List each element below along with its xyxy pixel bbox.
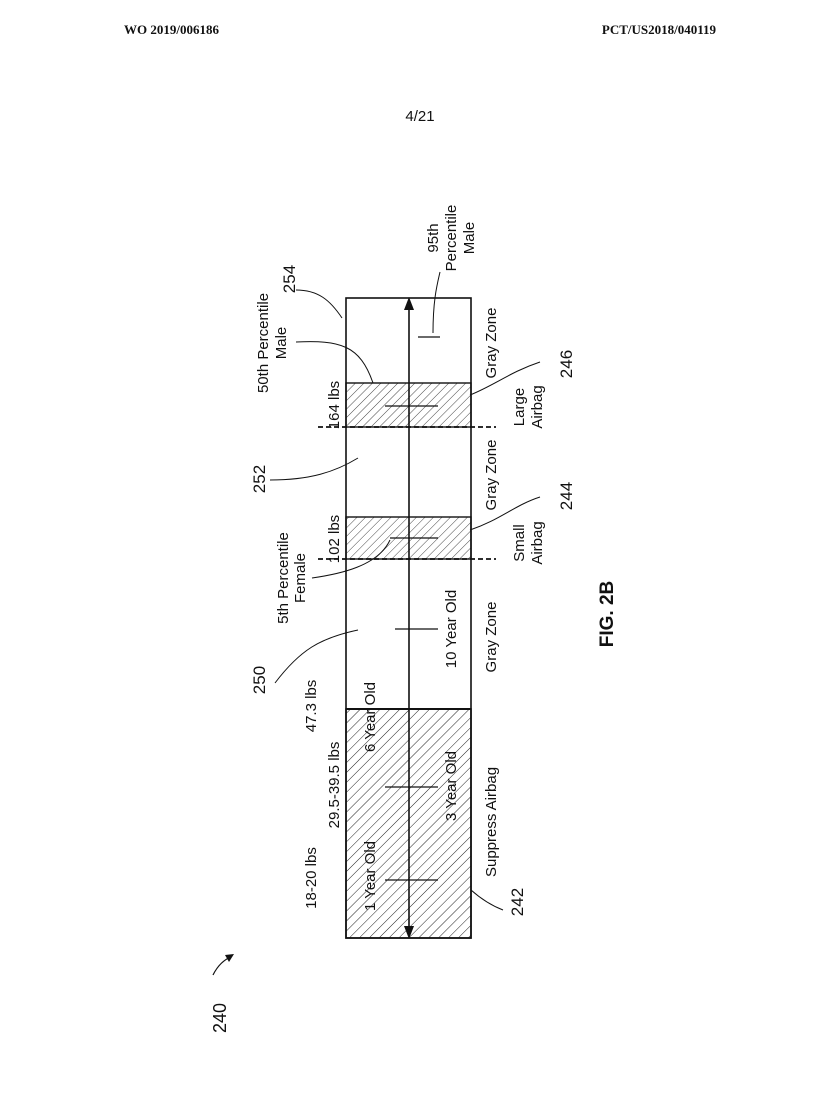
label-95th-male-3: Male <box>461 222 478 255</box>
occupant-10-year: 10 Year Old <box>443 590 460 668</box>
weight-18-20: 18-20 lbs <box>303 847 320 909</box>
ref-242: 242 <box>508 888 527 916</box>
zone-gray-a: Gray Zone <box>483 602 500 673</box>
ref-246: 246 <box>557 350 576 378</box>
zone-suppress-airbag: Suppress Airbag <box>483 767 500 877</box>
label-50th-male-1: 50th Percentile <box>255 293 272 393</box>
ref-254: 254 <box>280 265 299 293</box>
figure-label: FIG. 2B <box>597 581 618 648</box>
ref-252: 252 <box>250 465 269 493</box>
zone-large-airbag-1: Large <box>511 388 528 426</box>
label-50th-male-2: Male <box>273 327 290 360</box>
occupant-3-year: 3 Year Old <box>443 751 460 821</box>
leader-254 <box>296 290 342 318</box>
label-5th-female-1: 5th Percentile <box>275 532 292 624</box>
occupant-6-year: 6 Year Old <box>362 682 379 752</box>
label-95th-male-1: 95th <box>425 223 442 252</box>
zone-large-airbag-2: Airbag <box>529 385 546 428</box>
ref-244: 244 <box>557 482 576 510</box>
label-5th-female-2: Female <box>292 553 309 603</box>
weight-29-39: 29.5-39.5 lbs <box>326 742 343 829</box>
label-95th-male-2: Percentile <box>443 205 460 272</box>
leader-50th-male <box>296 342 373 383</box>
ref-250: 250 <box>250 666 269 694</box>
leader-252 <box>270 458 358 480</box>
zone-gray-b: Gray Zone <box>483 440 500 511</box>
weight-102: 102 lbs <box>326 515 343 563</box>
zone-small-airbag-1: Small <box>511 524 528 562</box>
weight-47: 47.3 lbs <box>303 680 320 733</box>
weight-164: 164 lbs <box>326 381 343 429</box>
arrow-240-head <box>225 954 234 962</box>
leader-242 <box>471 890 503 910</box>
axis-arrow-up-icon <box>404 297 414 310</box>
ref-240: 240 <box>210 1003 230 1033</box>
leader-95th-male <box>433 272 440 333</box>
zone-gray-c: Gray Zone <box>483 308 500 379</box>
occupant-1-year: 1 Year Old <box>362 841 379 911</box>
zone-small-airbag-2: Airbag <box>529 521 546 564</box>
